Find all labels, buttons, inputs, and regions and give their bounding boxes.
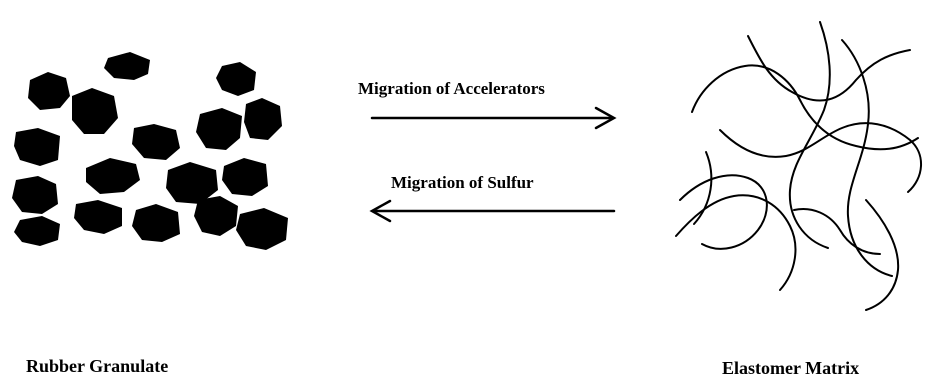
granule — [86, 158, 140, 194]
polymer-chain — [679, 174, 768, 250]
granule — [166, 162, 218, 204]
polymer-chain — [865, 199, 900, 311]
migration-of-sulfur-label: Migration of Sulfur — [391, 173, 534, 192]
granule — [244, 98, 282, 140]
granule — [14, 216, 60, 246]
polymer-chain — [691, 64, 919, 151]
granule — [72, 88, 118, 134]
elastomer-matrix-caption: Elastomer Matrix — [722, 358, 860, 378]
granule — [74, 200, 122, 234]
granule — [236, 208, 288, 250]
polymer-chain — [793, 208, 881, 255]
accelerators-arrow-head — [594, 106, 617, 130]
granule — [28, 72, 70, 110]
granule — [104, 52, 150, 80]
elastomer-matrix-chains — [675, 21, 923, 311]
granule — [132, 124, 180, 160]
polymer-chain — [675, 194, 797, 291]
rubber-granulate-particles — [12, 52, 288, 250]
migration-of-accelerators-label: Migration of Accelerators — [358, 79, 545, 98]
sulfur-arrow-head — [369, 199, 392, 223]
polymer-chain — [719, 122, 923, 193]
granule — [196, 108, 242, 150]
granule — [132, 204, 180, 242]
polymer-chain — [841, 39, 893, 277]
polymer-chain — [788, 21, 831, 249]
rubber-granulate-caption: Rubber Granulate — [26, 356, 169, 376]
polymer-chain — [747, 35, 911, 102]
granule — [12, 176, 58, 214]
granule — [216, 62, 256, 96]
polymer-chain — [693, 151, 713, 225]
granule — [194, 196, 238, 236]
granule — [14, 128, 60, 166]
granule — [222, 158, 268, 196]
migration-arrows — [369, 106, 617, 223]
